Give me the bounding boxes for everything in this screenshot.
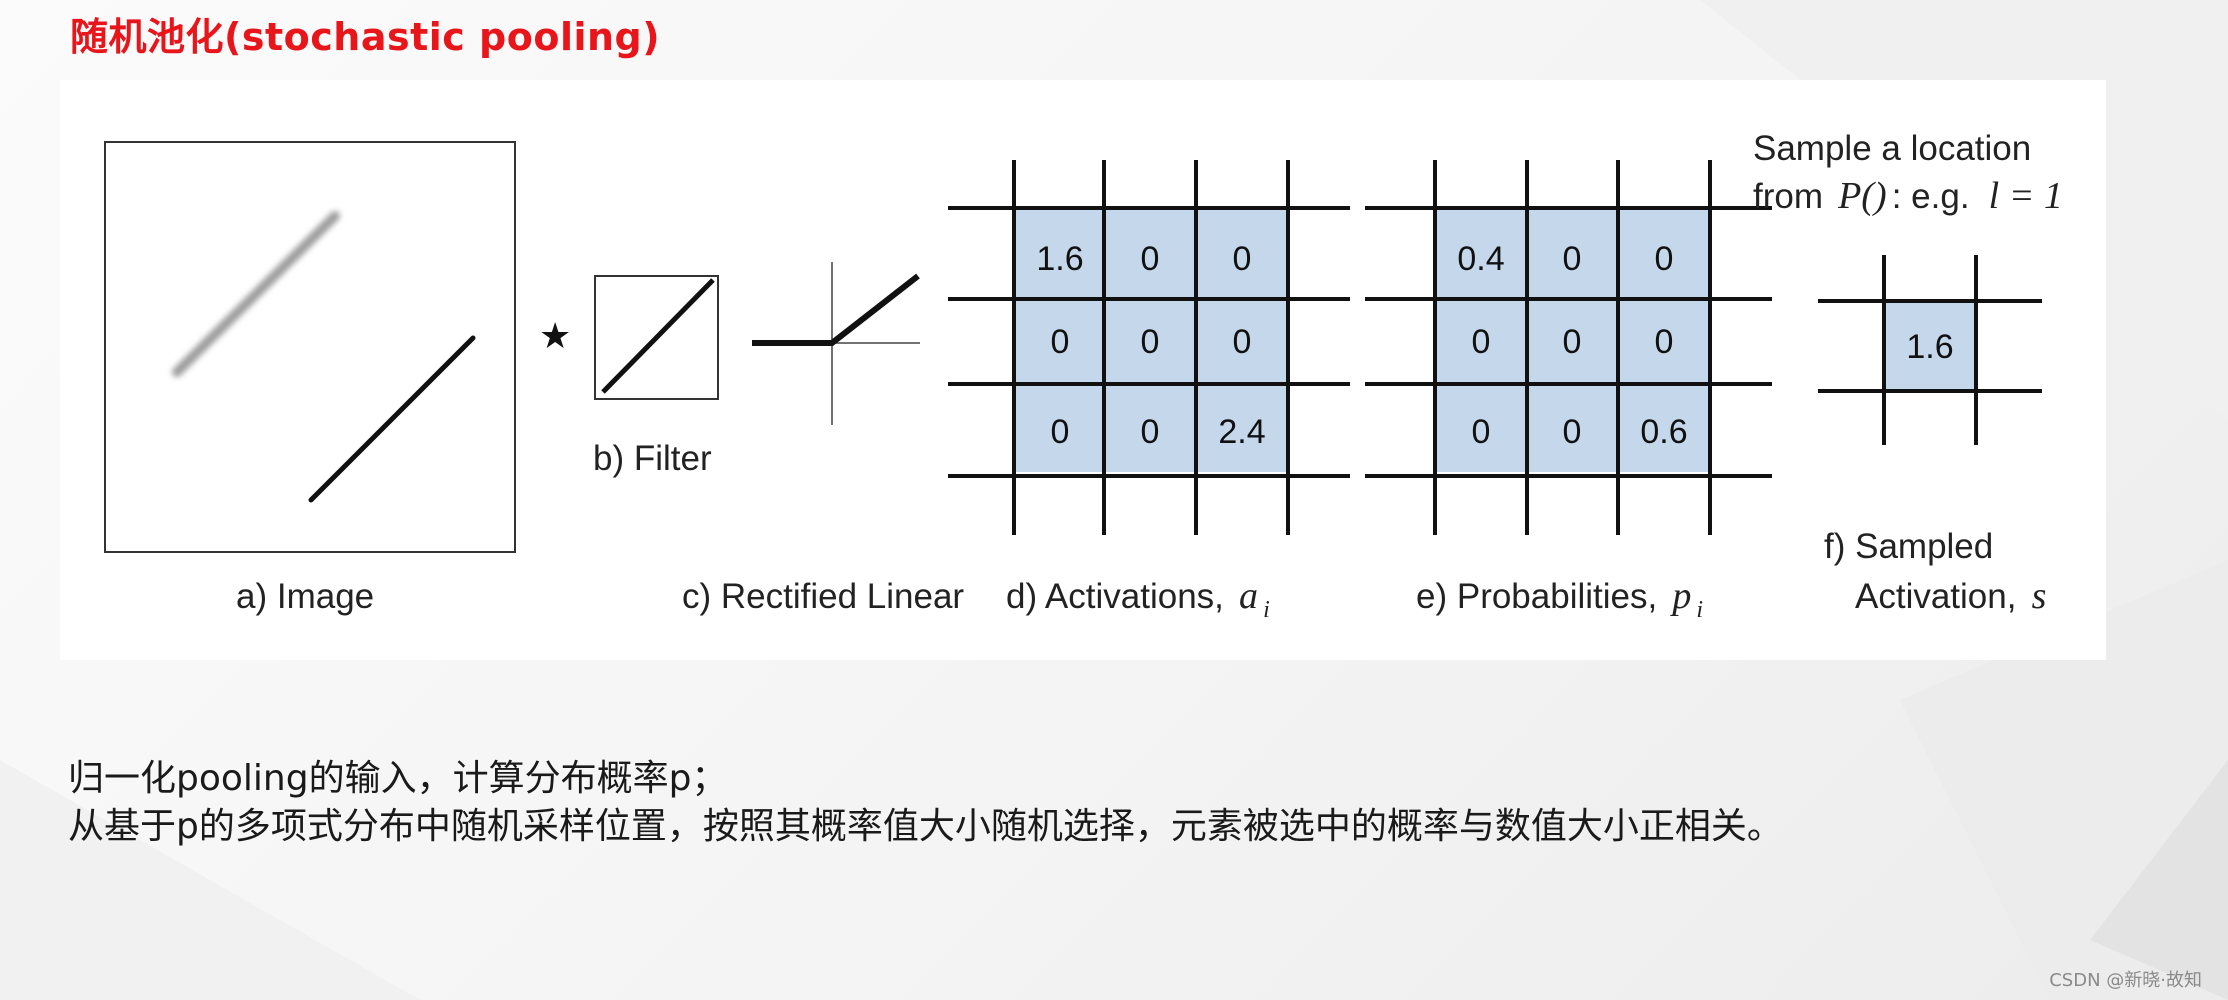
activation-cell: 2.4 — [1218, 413, 1265, 451]
description-line-1: 归一化pooling的输入，计算分布概率p； — [68, 758, 728, 799]
activation-cell: 0 — [1233, 240, 1252, 278]
sample-caption-line2: from P() : e.g. l = 1 — [1753, 175, 2063, 217]
panel-f-label-line2: Activation, s — [1855, 575, 2046, 617]
watermark: CSDN @新晓·故知 — [2049, 970, 2202, 991]
probability-cell: 0 — [1655, 323, 1674, 361]
sampled-activation-cell: 1.6 — [1818, 255, 2042, 445]
stochastic-pooling-figure: a) Image ★ b) Filter c) Rectified Linear — [60, 80, 2106, 660]
panel-c-label: c) Rectified Linear — [682, 577, 964, 616]
activation-cell: 0 — [1141, 323, 1160, 361]
description-line-2: 从基于p的多项式分布中随机采样位置，按照其概率值大小随机选择，元素被选中的概率与… — [68, 806, 1783, 847]
probability-cell: 0 — [1563, 240, 1582, 278]
panel-a-label: a) Image — [236, 577, 374, 616]
probability-cell: 0 — [1563, 323, 1582, 361]
slide-title: 随机池化(stochastic pooling) — [70, 15, 661, 59]
probabilities-grid: 0.4 0 0 0 0 0 0 0 0.6 — [1365, 160, 1772, 535]
probability-cell: 0.6 — [1640, 413, 1687, 451]
activation-cell: 0 — [1233, 323, 1252, 361]
probability-cell: 0 — [1563, 413, 1582, 451]
sharp-diagonal-edge — [308, 335, 476, 503]
convolution-star-icon: ★ — [539, 316, 571, 357]
blurred-diagonal-edge — [172, 211, 340, 377]
activation-cell: 1.6 — [1036, 240, 1083, 278]
filter-diagonal — [601, 278, 715, 394]
probability-cell: 0 — [1655, 240, 1674, 278]
description: 归一化pooling的输入，计算分布概率p； 从基于p的多项式分布中随机采样位置… — [68, 755, 1783, 851]
probability-cell: 0 — [1472, 413, 1491, 451]
panel-e-label: e) Probabilities, p i — [1416, 575, 1703, 623]
relu-plot — [752, 262, 920, 425]
panel-f-label-line1: f) Sampled — [1824, 527, 1993, 566]
probability-cell: 0 — [1472, 323, 1491, 361]
panel-b-label: b) Filter — [593, 439, 712, 478]
activation-cell: 0 — [1141, 240, 1160, 278]
sample-caption-line1: Sample a location — [1753, 129, 2031, 168]
image-panel — [104, 141, 516, 553]
activation-cell: 0 — [1051, 413, 1070, 451]
activation-cell: 0 — [1051, 323, 1070, 361]
sampled-value: 1.6 — [1906, 328, 1953, 366]
activation-cell: 0 — [1141, 413, 1160, 451]
activations-grid: 1.6 0 0 0 0 0 0 0 2.4 — [948, 160, 1350, 535]
panel-d-label: d) Activations, a i — [1006, 575, 1270, 623]
probability-cell: 0.4 — [1457, 240, 1504, 278]
